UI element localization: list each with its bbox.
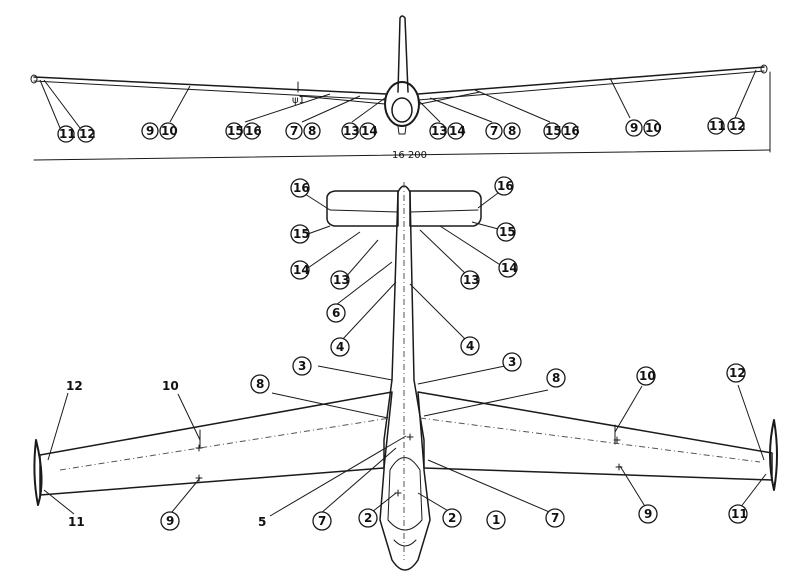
- label: 8: [256, 377, 264, 391]
- label: 15: [227, 124, 244, 138]
- front-wingtip-right: [760, 64, 768, 74]
- top-view: [33, 182, 778, 571]
- label: 2: [364, 511, 372, 525]
- label: 11: [59, 127, 76, 141]
- stabilizer-right: [409, 190, 482, 227]
- label: 15: [545, 124, 562, 138]
- label: 14: [293, 263, 310, 277]
- label: 16: [497, 179, 514, 193]
- label: 11: [68, 515, 85, 529]
- label: 13: [463, 273, 480, 287]
- label: 3: [508, 355, 516, 369]
- front-skid: [397, 125, 407, 135]
- label: 8: [552, 371, 560, 385]
- label: 6: [332, 306, 340, 320]
- label: 16: [563, 124, 580, 138]
- span-dimension: 16 200: [392, 150, 427, 161]
- front-fuselage: [384, 81, 420, 127]
- label: 4: [466, 339, 474, 353]
- label: 7: [318, 514, 326, 528]
- canopy-top: [387, 457, 423, 531]
- label: 3: [298, 359, 306, 373]
- front-wing-left-top: [33, 76, 387, 95]
- label: 12: [79, 127, 96, 141]
- fuselage-top: [379, 185, 431, 571]
- label: 10: [639, 369, 656, 383]
- label: 16: [245, 124, 262, 138]
- label: 12: [66, 379, 83, 393]
- front-wingtip-left: [30, 74, 38, 84]
- label: 5: [258, 515, 266, 529]
- front-wing-left-bottom: [33, 80, 387, 101]
- label: 12: [729, 366, 746, 380]
- label: 12: [729, 119, 746, 133]
- label: 7: [490, 124, 498, 138]
- label: 9: [166, 514, 174, 528]
- front-wing-right-top: [417, 66, 765, 95]
- label: 10: [645, 121, 662, 135]
- label: 14: [501, 261, 518, 275]
- label: 7: [290, 124, 298, 138]
- label: 4: [336, 340, 344, 354]
- label: 13: [431, 124, 448, 138]
- label: 14: [449, 124, 466, 138]
- label: 2: [448, 511, 456, 525]
- front-canopy: [391, 97, 413, 123]
- label: 11: [731, 507, 748, 521]
- label: 16: [293, 181, 310, 195]
- label: 11: [709, 119, 726, 133]
- label: 15: [499, 225, 516, 239]
- label: 9: [146, 124, 154, 138]
- label: 15: [293, 227, 310, 241]
- front-wing-right-bottom: [417, 70, 765, 101]
- span-dimension-line: [33, 149, 771, 161]
- label: 13: [343, 124, 360, 138]
- front-view: ψ1 16 200: [30, 15, 771, 161]
- front-fin: [397, 15, 409, 93]
- label: 9: [630, 121, 638, 135]
- top-view-labels: 16 15 14 13 6 4 16 15 13 14 4 3 8 10 12 …: [66, 176, 748, 531]
- front-view-labels: 11 12 9 10 15 16 7 8 13 14 13 14 7 8 15 …: [57, 117, 746, 143]
- dihedral-mark: ψ1: [292, 95, 305, 106]
- label: 13: [333, 273, 350, 287]
- label: 1: [492, 513, 500, 527]
- label: 10: [161, 124, 178, 138]
- label: 10: [162, 379, 179, 393]
- stabilizer-left: [326, 190, 399, 227]
- label: 8: [508, 124, 516, 138]
- label: 8: [308, 124, 316, 138]
- label: 7: [551, 511, 559, 525]
- label: 9: [644, 507, 652, 521]
- wingtip-skid-right: [769, 419, 778, 491]
- wingtip-skid-left: [33, 439, 43, 506]
- wing-right: [417, 391, 773, 481]
- label: 14: [361, 124, 378, 138]
